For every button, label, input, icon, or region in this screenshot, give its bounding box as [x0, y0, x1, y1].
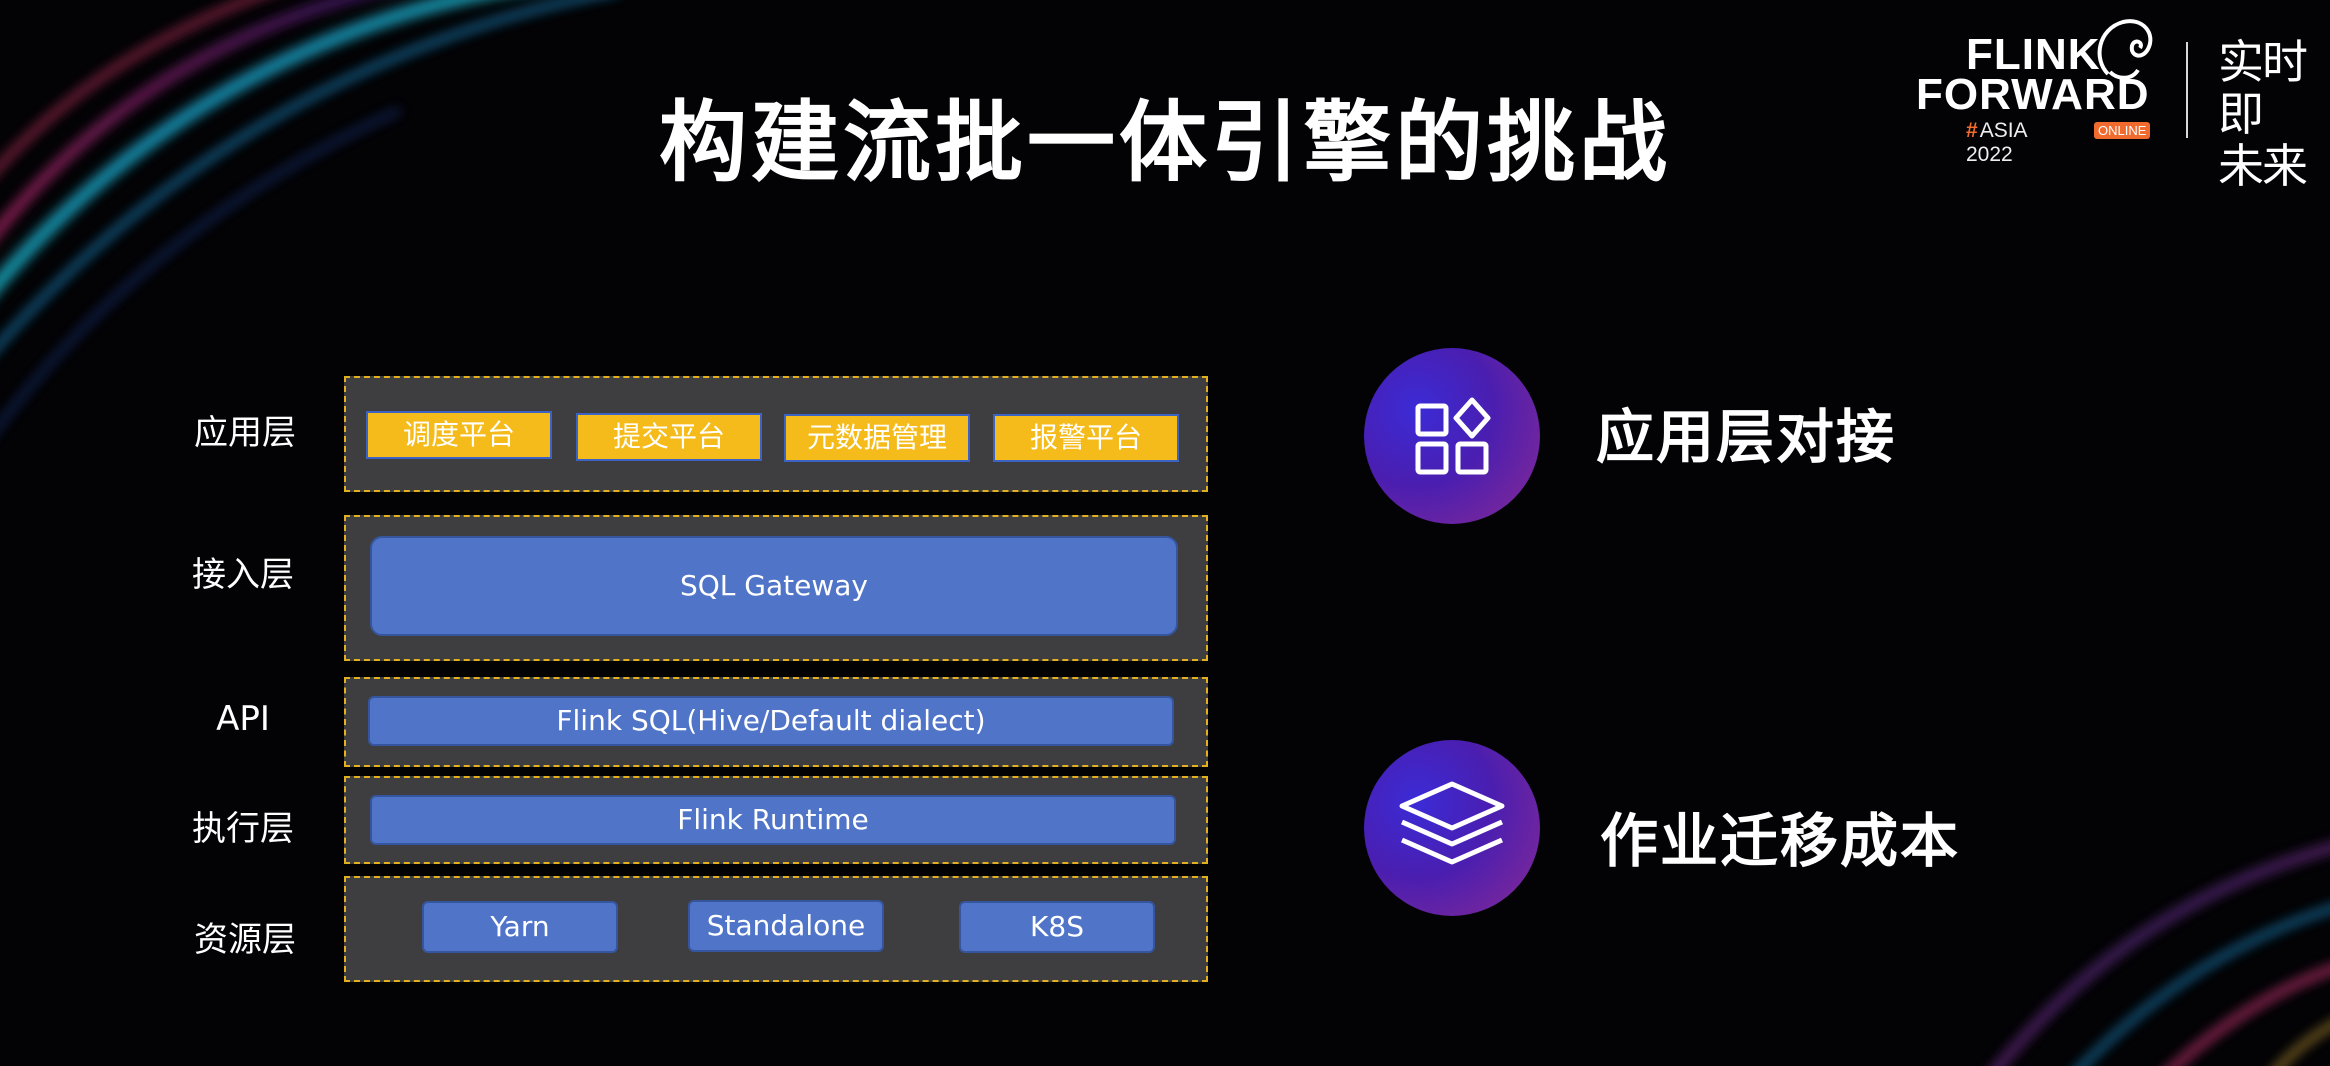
- node-submit-platform: 提交平台: [576, 413, 762, 461]
- logo-slogan: 实时即 未来: [2218, 36, 2310, 192]
- logo-slogan-line1: 实时即: [2218, 35, 2308, 141]
- challenge-app-layer: 应用层对接: [1596, 403, 1897, 471]
- node-alert-platform: 报警平台: [993, 414, 1179, 462]
- logo-online-badge: ONLINE: [2094, 122, 2151, 139]
- logo-event-text: ASIA 2022: [1966, 119, 2027, 166]
- logo-divider: [2186, 42, 2188, 138]
- layer-label-application: 应用层: [194, 413, 296, 453]
- node-k8s: K8S: [959, 901, 1155, 953]
- app-grid-icon: [1364, 348, 1540, 524]
- slide-title: 构建流批一体引擎的挑战: [658, 91, 1671, 194]
- logo-line2: FORWARD: [1916, 70, 2150, 119]
- layer-label-execution: 执行层: [192, 809, 294, 849]
- node-standalone: Standalone: [688, 900, 884, 952]
- layers-stack-icon: [1364, 740, 1540, 916]
- logo-slogan-line2: 未来: [2218, 139, 2308, 193]
- node-flink-sql: Flink SQL(Hive/Default dialect): [368, 696, 1174, 746]
- node-metadata-management: 元数据管理: [784, 414, 970, 462]
- squirrel-icon: [2097, 19, 2153, 80]
- node-scheduler-platform: 调度平台: [366, 411, 552, 459]
- logo-hash: #: [1966, 119, 1978, 142]
- challenge-job-migration: 作业迁移成本: [1600, 807, 1961, 875]
- logo-event: #ASIA 2022: [1966, 119, 2026, 167]
- node-sql-gateway: SQL Gateway: [370, 536, 1178, 636]
- node-flink-runtime: Flink Runtime: [370, 795, 1176, 845]
- layer-label-resource: 资源层: [194, 920, 296, 960]
- logo-line1: FLINK: [1966, 30, 2101, 79]
- layer-label-api: API: [216, 699, 270, 739]
- node-yarn: Yarn: [422, 901, 618, 953]
- layer-label-access: 接入层: [192, 555, 294, 595]
